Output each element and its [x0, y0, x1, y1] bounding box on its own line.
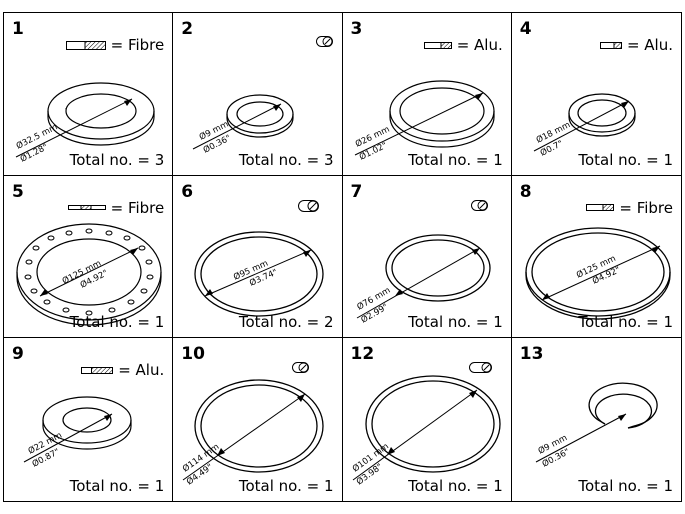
material-label: = Fibre — [110, 198, 165, 217]
total-count: Total no. = 2 — [238, 313, 334, 332]
split-ring-13: Ø9 mm Ø0.36" — [535, 382, 658, 470]
part-cell-4: Ø18 mm Ø0.7" 4 = Alu. Total no. = 1 — [511, 13, 681, 176]
part-cell-8: Ø125 mm Ø4.92" 8 = Fibre Total no. = 1 — [511, 176, 681, 339]
total-count: Total no. = 1 — [578, 313, 673, 332]
material-legend — [297, 199, 320, 212]
total-count: Total no. = 1 — [238, 477, 334, 495]
part-cell-5: Ø125 mm Ø4.92" 5 = Fibre Total no. = 1 — [4, 175, 174, 339]
o-ring-6: Ø95 mm Ø3.74" — [194, 231, 324, 317]
part-cell-12: Ø101 mm Ø3.98" 12 Total no. = 1 — [343, 338, 512, 501]
part-number: 3 — [350, 19, 363, 39]
part-number: 6 — [181, 181, 194, 202]
material-legend — [468, 362, 493, 374]
part-cell-2: Ø9 mm Ø0.36" 2 Total no. = 3 — [173, 13, 343, 176]
total-count: Total no. = 1 — [408, 477, 503, 495]
total-count: Total no. = 3 — [238, 150, 334, 169]
material-legend: = Fibre — [67, 198, 165, 217]
material-legend: = Fibre — [586, 199, 673, 217]
round-section-icon — [297, 199, 319, 212]
material-legend: = Alu. — [423, 36, 503, 54]
part-number: 13 — [519, 344, 544, 365]
fibre-section-icon — [67, 205, 106, 211]
gasket-parts-grid: Ø32.5 mm Ø1.28" 1 = Fibre Total no. = 3 … — [3, 12, 682, 502]
material-legend: = Alu. — [599, 36, 673, 54]
alu-section-icon — [423, 41, 452, 49]
small-ring-gasket-2: Ø9 mm Ø0.36" — [193, 94, 294, 156]
fibre-section-icon — [65, 40, 106, 50]
material-label: = Alu. — [626, 36, 673, 54]
material-label: = Alu. — [456, 36, 503, 54]
total-count: Total no. = 1 — [408, 150, 503, 169]
part-cell-3: Ø26 mm Ø1.02" 3 = Alu. Total no. = 1 — [342, 13, 512, 176]
part-cell-6: Ø95 mm Ø3.74" 6 Total no. = 2 — [173, 175, 343, 339]
material-legend: = Fibre — [65, 36, 165, 54]
part-cell-9: Ø22 mm Ø0.87" 9 = Alu. Total no. = 1 — [4, 338, 174, 501]
round-section-icon — [468, 362, 492, 374]
o-ring-10: Ø114 mm Ø4.49" — [181, 379, 324, 488]
flat-ring-gasket-1: Ø32.5 mm Ø1.28" — [14, 82, 155, 165]
part-number: 7 — [350, 181, 363, 202]
part-cell-10: Ø114 mm Ø4.49" 10 Total no. = 1 — [173, 338, 343, 501]
fibre-section-icon — [586, 204, 615, 212]
total-count: Total no. = 3 — [69, 150, 165, 169]
material-legend: = Alu. — [81, 361, 164, 379]
small-ring-gasket-4: Ø18 mm Ø0.7" — [533, 93, 636, 159]
part-cell-7: Ø76 mm Ø2.99" 7 Total no. = 1 — [342, 175, 512, 339]
part-number: 8 — [519, 181, 532, 202]
alu-section-icon — [81, 366, 114, 374]
material-legend — [291, 362, 310, 374]
round-section-icon — [291, 362, 309, 374]
part-number: 12 — [350, 344, 375, 365]
flange-gasket-5: Ø125 mm Ø4.92" — [16, 223, 162, 326]
part-cell-13: Ø9 mm Ø0.36" 13 Total no. = 1 — [512, 338, 681, 501]
flat-ring-gasket-8: Ø125 mm Ø4.92" — [525, 227, 671, 320]
alu-section-icon — [599, 41, 622, 49]
round-section-icon — [470, 199, 488, 211]
part-number: 1 — [12, 19, 24, 39]
material-label: = Fibre — [110, 36, 165, 54]
total-count: Total no. = 1 — [69, 477, 165, 495]
material-label: = Alu. — [118, 361, 165, 380]
material-legend — [470, 199, 489, 211]
part-number: 2 — [181, 19, 194, 39]
o-ring-7: Ø76 mm Ø2.99" — [355, 234, 491, 325]
total-count: Total no. = 1 — [578, 150, 673, 169]
part-cell-1: Ø32.5 mm Ø1.28" 1 = Fibre Total no. = 3 — [4, 13, 174, 176]
total-count: Total no. = 1 — [578, 477, 673, 495]
part-number: 5 — [12, 181, 24, 202]
flat-ring-gasket-3: Ø26 mm Ø1.02" — [353, 80, 495, 163]
total-count: Total no. = 1 — [408, 313, 503, 332]
part-number: 4 — [519, 19, 532, 39]
flat-ring-gasket-9: Ø22 mm Ø0.87" — [23, 396, 132, 470]
o-ring-12: Ø101 mm Ø3.98" — [350, 375, 501, 488]
part-number: 10 — [181, 344, 205, 365]
material-legend — [315, 36, 334, 47]
total-count: Total no. = 1 — [69, 313, 165, 332]
round-section-icon — [315, 36, 333, 47]
part-number: 9 — [12, 344, 24, 365]
material-label: = Fibre — [619, 198, 673, 217]
